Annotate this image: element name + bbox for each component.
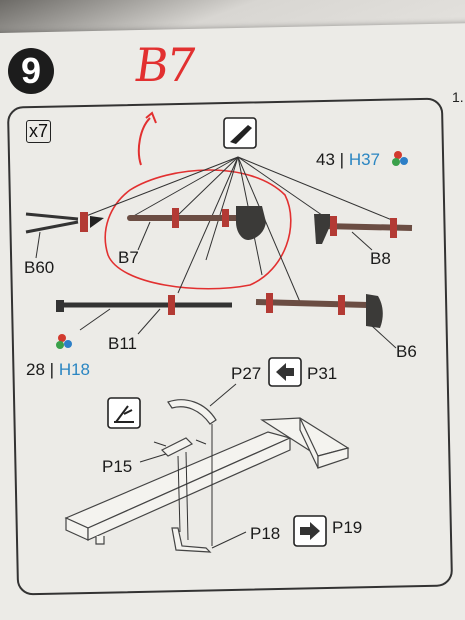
- quantity-label: x7: [26, 120, 52, 143]
- part-b11-bar: [56, 295, 232, 335]
- paint-code-top: H37: [348, 150, 380, 169]
- part-b7-shovel: [127, 206, 266, 251]
- hobby-knife-icon: [230, 125, 252, 144]
- clip-p15: [160, 437, 194, 457]
- part-label-b8: B8: [370, 249, 391, 268]
- part-label-p18: P18: [250, 524, 281, 543]
- part-label-b60: B60: [24, 258, 55, 277]
- hook-p18: [171, 527, 212, 553]
- paint-number-left: 28: [26, 360, 45, 379]
- assembly-drawing: [64, 399, 350, 553]
- paint-separator-top: |: [339, 150, 345, 169]
- paint-separator-left: |: [49, 360, 55, 379]
- paint-reference-left: 28 | H18: [26, 360, 90, 380]
- part-label-p19: P19: [332, 518, 363, 537]
- part-label-p31: P31: [307, 364, 338, 383]
- p18-p19-alternative-icon: [293, 515, 327, 547]
- handwritten-arrow: [137, 111, 157, 166]
- part-label-b11: B11: [108, 334, 137, 353]
- paint-reference-top: 43 | H37: [316, 150, 380, 170]
- continuation-label: 1.: [452, 89, 464, 105]
- part-label-b7: B7: [118, 248, 139, 267]
- bracket-p27: [167, 399, 217, 425]
- paint-color-icon-top: [392, 151, 408, 166]
- glue-icon: [114, 405, 134, 423]
- paint-code-left: H18: [58, 360, 90, 379]
- part-label-p27: P27: [231, 364, 262, 383]
- p27-p31-alternative-icon: [268, 357, 302, 387]
- part-b60-tongs: [25, 212, 104, 259]
- part-b6-axe: [255, 293, 397, 349]
- paint-color-icon-left: [56, 334, 72, 349]
- part-b8-hammer: [314, 214, 413, 251]
- step-number-badge: 9: [8, 48, 54, 94]
- part-label-p15: P15: [102, 457, 133, 476]
- paint-number-top: 43: [316, 150, 335, 169]
- part-label-b6: B6: [396, 342, 417, 361]
- connection-lines: [85, 156, 393, 303]
- assembly-guide-lines: [139, 383, 247, 549]
